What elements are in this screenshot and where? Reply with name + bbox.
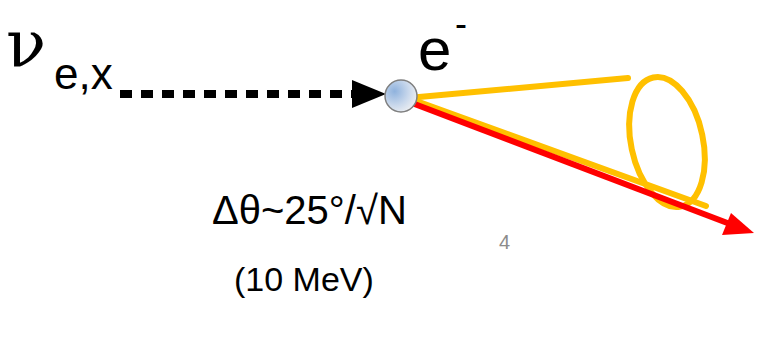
neutrino-flavour: e,x — [54, 52, 113, 96]
electron-label: e — [418, 20, 451, 80]
cone-edge — [408, 98, 706, 206]
neutrino-arrowhead — [352, 80, 386, 108]
cone-rim — [618, 70, 716, 214]
cone-edge — [408, 78, 628, 98]
page-number: 4 — [499, 232, 510, 252]
energy-note: (10 MeV) — [234, 262, 374, 296]
electron-track — [404, 100, 730, 224]
electron-ball — [385, 80, 417, 112]
electron-arrowhead — [722, 213, 754, 235]
angular-resolution: Δθ~25°/√N — [212, 190, 407, 230]
neutrino-dashed-line — [120, 90, 352, 98]
neutrino-symbol: ν — [6, 12, 46, 78]
charge-sign: - — [455, 6, 467, 42]
